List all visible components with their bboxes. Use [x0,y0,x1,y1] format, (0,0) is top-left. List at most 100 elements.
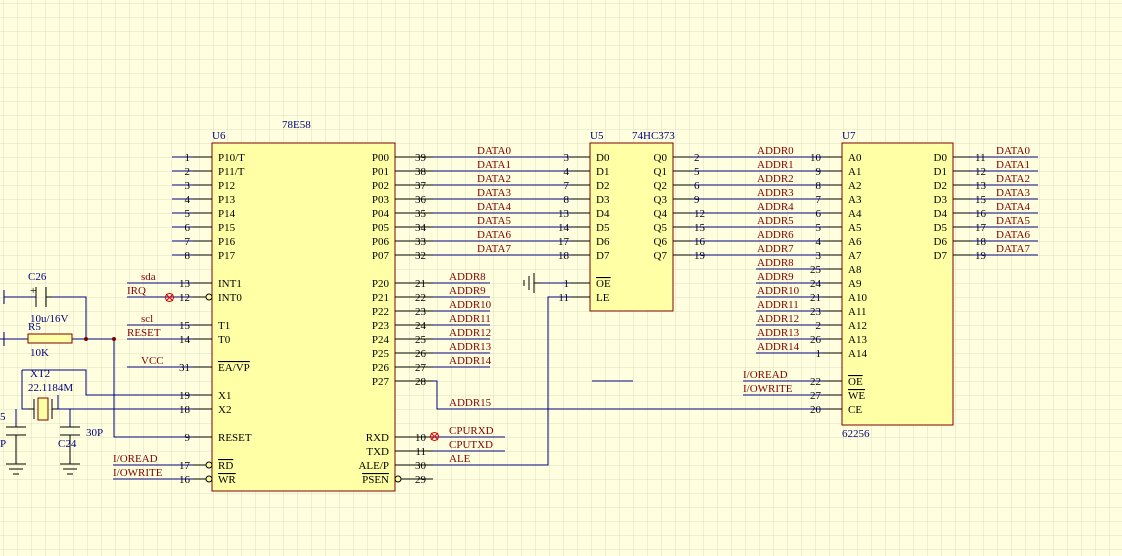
net-label-u6-left: IRQ [127,285,146,297]
junction-dot [112,337,116,341]
u5-pin-name: D7 [596,250,610,262]
net-label-u7-left: ADDR8 [757,257,794,269]
xt2-designator: XT2 [30,368,50,380]
u6-pin-name: P11/T [218,166,245,178]
u5-pin-number: 6 [694,180,700,192]
net-label-u7-right: DATA0 [996,145,1030,157]
u5-pin-name: LE [596,292,610,304]
net-label-u7-right: DATA7 [996,243,1030,255]
u6-pin-bubble [205,293,213,301]
u6-pin-name: P15 [218,222,236,234]
u7-pin-name: A1 [848,166,861,178]
net-labels: sdaIRQsclRESETVCCI/OREADI/OWRITEDATA0DAT… [113,145,1030,479]
u7-body[interactable] [841,142,954,426]
u6-pin-name: P07 [372,250,390,262]
u7-pin-name: A9 [848,278,862,290]
net-label-u6-left: RESET [127,327,161,339]
capacitor-left-partial[interactable]: 5 P [0,411,26,450]
u6-pin-name: P22 [372,306,389,318]
u7-pin-number: 6 [816,208,822,220]
u7-pin-number: 3 [816,250,822,262]
u6-pin-name: P13 [218,194,236,206]
u6-body[interactable] [211,142,396,492]
capacitor-c24[interactable]: C24 30P [58,426,103,450]
u5-pin-number: 13 [558,208,570,220]
u6-pin-name: INT1 [218,278,242,290]
u6-pin-number: 2 [185,166,191,178]
net-label-u7-left: ADDR13 [757,327,800,339]
u6-pin-number: 5 [185,208,191,220]
u6-pin-name: ALE/P [358,460,389,472]
u6-pin-name: RESET [218,432,252,444]
u7-pin-name: WE [848,390,865,402]
net-label-u7-left: ADDR5 [757,215,794,227]
c26-value: 10u/16V [30,313,69,325]
u7-designator: U7 [842,130,856,142]
u7-pin-number: 20 [810,404,822,416]
crystal-xt2[interactable]: XT2 22.1184M [28,368,73,421]
u7-pin-number: 13 [975,180,987,192]
u7-pin-name: CE [848,404,862,416]
u7-pin-number: 5 [816,222,822,234]
u6-pin-number: 25 [415,334,427,346]
u5-pin-number: 15 [694,222,706,234]
u7-pin-name: A10 [848,292,867,304]
u7-pin-name: A4 [848,208,862,220]
u7-pin-name: A7 [848,250,862,262]
u6-pin-name: P23 [372,320,390,332]
u6-pin-name: P04 [372,208,390,220]
net-label-u7-left: ADDR2 [757,173,794,185]
u7-pin-number: 17 [975,222,987,234]
c24-designator: C24 [58,438,77,450]
u5-pin-number: 12 [694,208,705,220]
u6-pin-number: 28 [415,376,427,388]
u5-pin-number: 11 [558,292,569,304]
u5-pin-number: 9 [694,194,700,206]
u6-pin-bubble [205,461,213,469]
u6-pin-number: 10 [415,432,427,444]
u5-pin-name: Q4 [654,208,668,220]
u7-pin-number: 2 [816,320,822,332]
u5-pin-number: 17 [558,236,570,248]
u6-pin-name: P10/T [218,152,245,164]
u7-pin-number: 27 [810,390,822,402]
u6-pin-number: 26 [415,348,427,360]
c-left-designator: 5 [0,411,6,423]
u6-pin-number: 39 [415,152,427,164]
net-label-u6-right: CPURXD [449,425,494,437]
u6-pin-bubble [394,475,402,483]
u5-pin-name: Q2 [654,180,667,192]
net-label-u7-left: ADDR10 [757,285,800,297]
u6-pin-number: 15 [179,320,191,332]
c26-plus-sign: + [30,285,36,297]
u7-pin-name: A6 [848,236,862,248]
u5-pin-name: D5 [596,222,610,234]
net-label-u7-right: DATA2 [996,173,1030,185]
u7-pin-number: 12 [975,166,986,178]
r5-value: 10K [30,347,49,359]
u7-pin-name: D6 [934,236,948,248]
resistor-r5[interactable]: R5 10K [27,321,73,359]
u6-pin-number: 16 [179,474,191,486]
u7-pin-number: 21 [810,292,821,304]
capacitor-c26[interactable]: + C26 10u/16V [28,271,69,325]
net-label-u6-left: I/OREAD [113,453,158,465]
u5-pin-name: D1 [596,166,609,178]
u5-pin-name: D0 [596,152,610,164]
u6-pin-name: P25 [372,348,390,360]
u7-pin-number: 26 [810,334,822,346]
net-label-u7-left: I/OWRITE [743,383,793,395]
net-label-u7-left: ADDR9 [757,271,794,283]
u5-pin-name: D2 [596,180,609,192]
u7-pin-name: A11 [848,306,867,318]
net-label-u7-right: DATA1 [996,159,1030,171]
u6-designator: U6 [212,130,226,142]
net-label-u7-left: ADDR1 [757,159,794,171]
u5-body[interactable] [589,142,674,312]
u5-pin-number: 4 [564,166,570,178]
